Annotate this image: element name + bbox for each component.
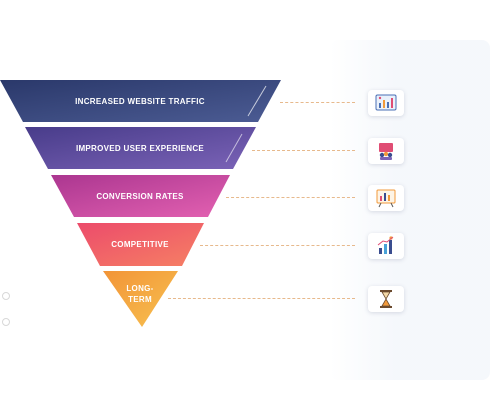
stage-label-3: CONVERSION RATES: [96, 192, 184, 201]
leader-line-5: [168, 298, 355, 299]
stage-label-5: LONG- TERM: [126, 284, 154, 304]
funnel-segment-5: [103, 271, 178, 327]
segment-1-highlight: [247, 85, 267, 117]
funnel-segment-1: [0, 80, 281, 122]
leader-line-2: [252, 150, 355, 151]
stage-label-4: COMPETITIVE: [111, 240, 169, 249]
website-traffic-chart-icon: [368, 90, 404, 116]
funnel-segment-4: [77, 223, 204, 266]
leader-line-1: [280, 102, 355, 103]
hourglass-icon: [368, 286, 404, 312]
segment-2-highlight: [225, 133, 243, 163]
competitive-growth-icon: [368, 233, 404, 259]
user-experience-icon: [368, 138, 404, 164]
background-panel: [330, 40, 490, 380]
stage-label-1: INCREASED WEBSITE TRAFFIC: [75, 97, 205, 106]
conversion-board-icon: [368, 185, 404, 211]
leader-line-3: [226, 197, 355, 198]
edge-mark-bottom: [2, 318, 10, 326]
edge-mark-top: [2, 292, 10, 300]
funnel-segment-2: [25, 127, 256, 169]
leader-line-4: [200, 245, 355, 246]
stage-label-2: IMPROVED USER EXPERIENCE: [75, 144, 205, 153]
funnel-segment-3: [51, 175, 230, 217]
